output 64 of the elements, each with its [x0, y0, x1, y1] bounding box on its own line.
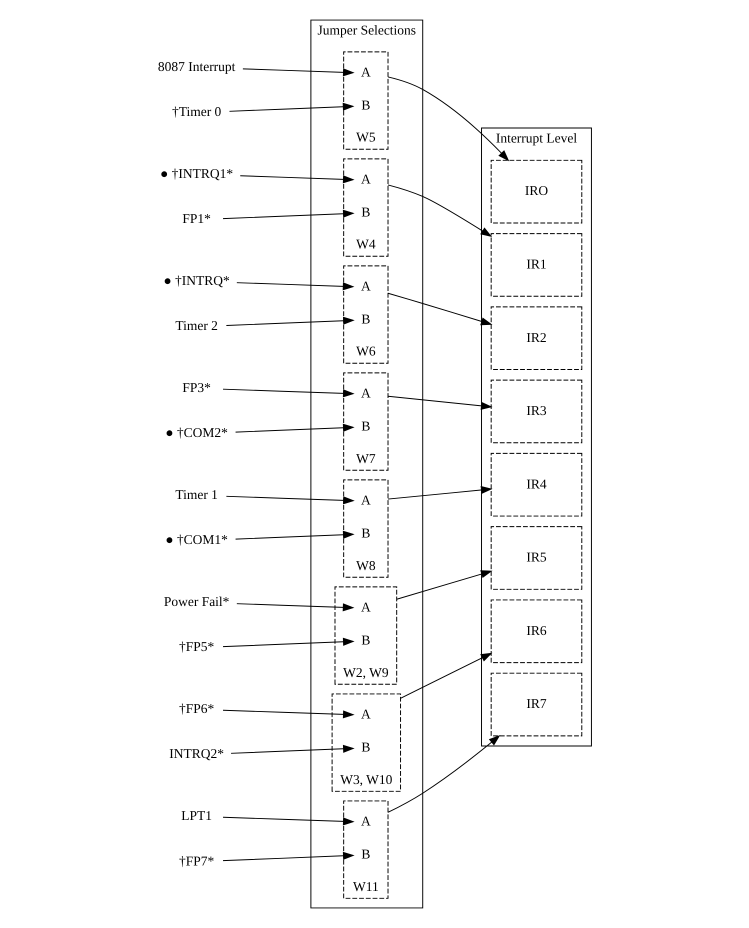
node-text: †Timer 0	[171, 104, 221, 120]
node-text: B	[360, 418, 370, 434]
arrow	[222, 638, 354, 648]
node-text: †FP5*	[178, 639, 214, 654]
node-text: A	[360, 386, 370, 401]
arrow	[242, 68, 354, 76]
node-text: B	[360, 97, 370, 112]
node-text: A	[360, 64, 370, 80]
arrow	[222, 210, 354, 220]
node-text: B	[360, 204, 370, 220]
arrow	[222, 852, 354, 862]
node-box: IR6	[490, 599, 582, 664]
node-text: INTRQ2*	[168, 746, 224, 762]
node-text: A	[360, 600, 370, 615]
node-text: †FP7*	[178, 853, 214, 868]
arrow	[225, 316, 354, 326]
node-text: B	[360, 632, 370, 648]
node-text: A	[360, 814, 370, 829]
node-text: †FP6*	[178, 700, 214, 716]
node-text: A	[360, 706, 370, 722]
node-text: ● †INTRQ1*	[160, 166, 233, 181]
arrow	[387, 76, 509, 162]
node-text: ● †COM2*	[164, 425, 228, 440]
node-text: B	[360, 525, 370, 540]
node-text: Power Fail*	[163, 594, 229, 609]
arrow	[400, 652, 492, 699]
node-text: FP3*	[182, 380, 210, 395]
node-text: B	[360, 846, 370, 862]
node-box: IR5	[490, 526, 582, 590]
arrow	[234, 424, 354, 433]
node-text: B	[360, 739, 370, 754]
arrow	[236, 282, 354, 290]
arrow	[222, 710, 354, 718]
arrow	[387, 184, 492, 237]
node-box: IR2	[490, 306, 582, 370]
arrow	[387, 735, 500, 813]
node-text: 8087 Interrupt	[157, 58, 235, 74]
arrow	[387, 292, 492, 326]
node-text: ● †INTRQ*	[163, 272, 230, 288]
node-text: Timer 2	[174, 318, 218, 334]
node-text: A	[360, 492, 370, 508]
arrow	[222, 388, 354, 398]
arrow	[222, 816, 354, 826]
node-box: IR7	[490, 672, 582, 736]
node-text: ● †COM1*	[164, 532, 228, 548]
node-text: LPT1	[180, 808, 212, 823]
arrow	[234, 530, 354, 540]
arrow	[228, 102, 354, 112]
node-box: IR1	[490, 233, 582, 297]
node-text: Timer 1	[174, 486, 218, 502]
arrow	[230, 744, 354, 754]
arrow	[396, 570, 492, 600]
node-text: A	[360, 172, 370, 187]
node-text: A	[360, 278, 370, 294]
node-box: IR4	[490, 452, 582, 517]
arrow	[239, 175, 354, 184]
node-text: B	[360, 311, 370, 326]
arrow	[387, 486, 492, 500]
node-box: IRO	[490, 160, 582, 224]
node-box: IR3	[490, 380, 582, 444]
node-text: FP1*	[182, 211, 210, 226]
arrow	[387, 396, 492, 410]
arrow	[236, 603, 354, 612]
arrow	[225, 496, 354, 504]
